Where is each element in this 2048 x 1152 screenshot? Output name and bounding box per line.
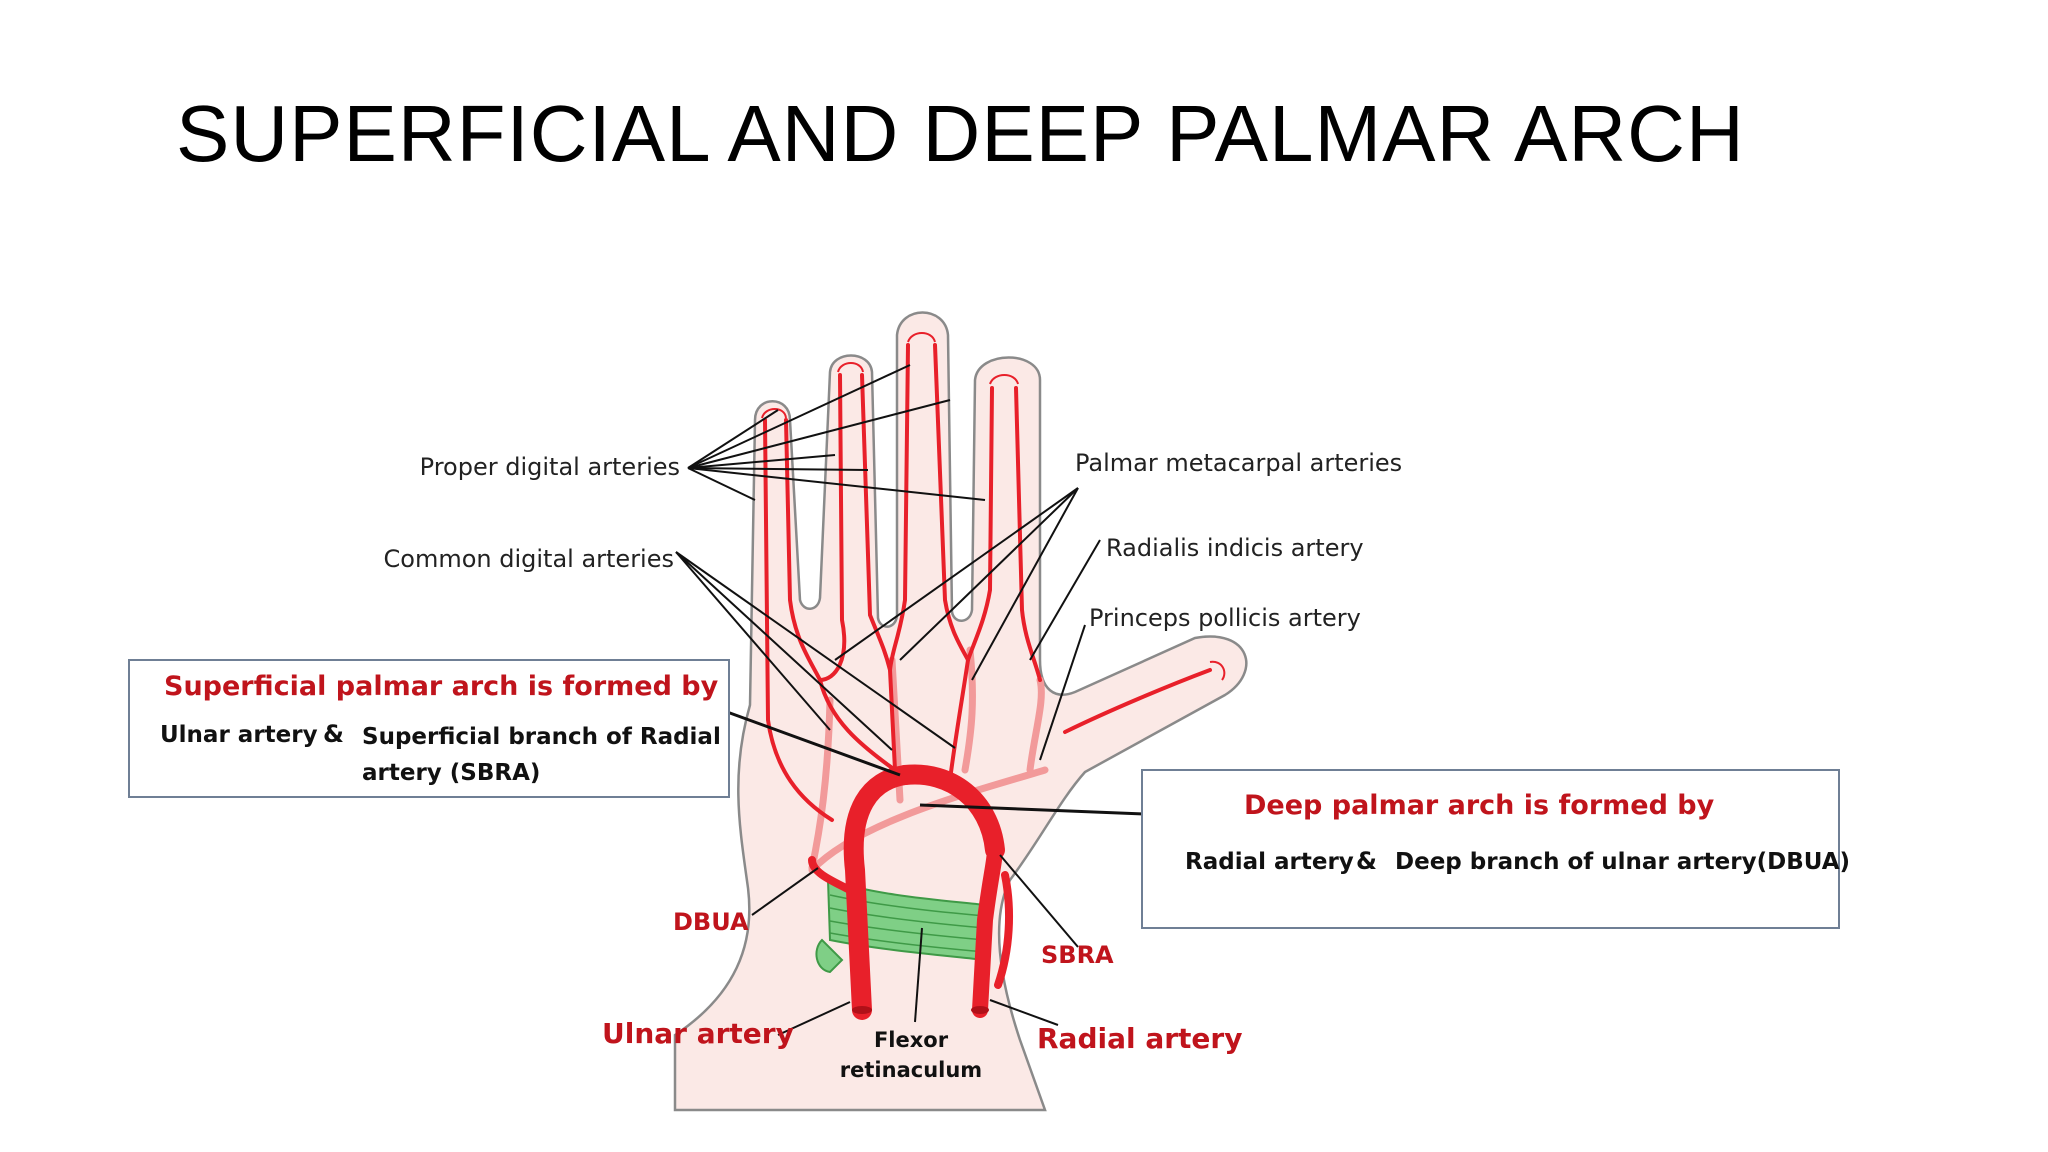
superficial-box-item2-line1: Superficial branch of Radial xyxy=(362,724,721,750)
label-princeps-pollicis-artery: Princeps pollicis artery xyxy=(1089,604,1361,632)
dbua-vessel xyxy=(808,856,854,894)
leader-dbua xyxy=(751,867,819,916)
deep-arch-box: Deep palmar arch is formed by Radial art… xyxy=(1141,769,1850,929)
deep-arch-path xyxy=(808,766,1049,874)
ring-finger-digital-a xyxy=(818,373,847,682)
princeps-pollicis-branch xyxy=(1063,668,1212,734)
fingertip-loops xyxy=(761,332,1226,681)
sbra-vessel xyxy=(994,871,1014,989)
label-flexor-line2: retinaculum xyxy=(840,1058,982,1082)
superficial-box-frame xyxy=(128,659,730,798)
deep-box-frame xyxy=(1141,769,1840,929)
leader-proper-5 xyxy=(687,467,869,471)
superficial-box-amp: & xyxy=(323,720,344,748)
label-palmar-metacarpal-arteries: Palmar metacarpal arteries xyxy=(1075,449,1402,477)
leader-metacarpal-2 xyxy=(899,487,1079,661)
label-sbra: SBRA xyxy=(1041,941,1114,969)
leader-common-3 xyxy=(675,551,956,749)
radial-artery-cut-end xyxy=(971,1006,989,1014)
leader-common-2 xyxy=(675,551,893,751)
leader-proper-7 xyxy=(687,467,986,501)
superficial-box-item2-line2: artery (SBRA) xyxy=(362,760,540,786)
fingertip-loop-index xyxy=(989,374,1019,385)
leader-metacarpal-3 xyxy=(971,487,1079,681)
ulnar-artery-cut-end xyxy=(852,1006,872,1014)
leader-metacarpal-1 xyxy=(834,487,1079,661)
label-dbua: DBUA xyxy=(673,908,749,936)
middle-finger-digital-b xyxy=(933,343,970,662)
leader-flexor xyxy=(914,927,923,1023)
fingertip-loop-thumb xyxy=(1209,660,1226,681)
radial-artery-vessel xyxy=(972,842,1003,1018)
label-common-digital-arteries: Common digital arteries xyxy=(384,545,675,573)
retinaculum-cut-end xyxy=(815,938,844,974)
middle-finger-digital-a xyxy=(888,343,910,672)
superficial-palmar-arch xyxy=(895,764,1005,860)
slide-title: SUPERFICIAL AND DEEP PALMAR ARCH xyxy=(176,89,1745,178)
index-finger-digital-b xyxy=(1014,386,1042,682)
deep-box-heading: Deep palmar arch is formed by xyxy=(1244,790,1715,821)
label-radial-artery: Radial artery xyxy=(1037,1022,1242,1055)
main-arteries xyxy=(808,764,1014,1020)
common-digital-artery-1 xyxy=(818,678,897,772)
common-digital-artery-3 xyxy=(948,658,970,782)
leader-common-1 xyxy=(675,551,831,731)
radialis-indicis-artery-line xyxy=(1026,676,1045,774)
deep-box-item2: Deep branch of ulnar artery(DBUA) xyxy=(1395,849,1850,875)
leader-proper-3 xyxy=(687,399,951,469)
ulnar-artery-vessel xyxy=(843,765,915,1020)
leader-proper-6 xyxy=(687,467,756,501)
superficial-box-item1: Ulnar artery xyxy=(160,722,318,748)
superficial-box-heading: Superficial palmar arch is formed by xyxy=(164,671,719,702)
palmar-metacarpal-artery-1 xyxy=(808,696,834,872)
leader-sbra xyxy=(999,854,1079,948)
label-radialis-indicis-artery: Radialis indicis artery xyxy=(1106,534,1364,562)
palmar-metacarpal-arteries xyxy=(808,646,1049,874)
common-digital-artery-2 xyxy=(888,668,897,772)
leader-radialis xyxy=(1029,539,1101,661)
superficial-arch-box: Superficial palmar arch is formed by Uln… xyxy=(128,659,730,798)
leader-proper-1 xyxy=(687,409,779,469)
label-flexor-line1: Flexor xyxy=(874,1028,949,1052)
label-proper-digital-arteries: Proper digital arteries xyxy=(420,453,680,481)
little-finger-radial-digital xyxy=(784,418,822,682)
digital-arteries xyxy=(763,343,1212,822)
fingertip-loop-little xyxy=(761,408,787,419)
palmar-metacarpal-artery-2 xyxy=(888,656,904,804)
index-finger-digital-a xyxy=(966,386,994,662)
deep-box-item1: Radial artery xyxy=(1185,849,1354,875)
palmar-metacarpal-artery-3 xyxy=(961,646,976,774)
fingertip-loop-ring xyxy=(837,362,864,373)
deep-box-amp: & xyxy=(1356,847,1377,875)
label-ulnar-artery: Ulnar artery xyxy=(602,1017,794,1050)
leader-radial xyxy=(989,999,1059,1026)
leader-proper-4 xyxy=(687,454,836,469)
fingertip-loop-middle xyxy=(907,332,936,343)
leader-ulnar xyxy=(777,1001,851,1036)
leader-princeps xyxy=(1039,624,1086,761)
ring-finger-digital-b xyxy=(860,373,892,672)
leader-proper-2 xyxy=(687,364,911,469)
